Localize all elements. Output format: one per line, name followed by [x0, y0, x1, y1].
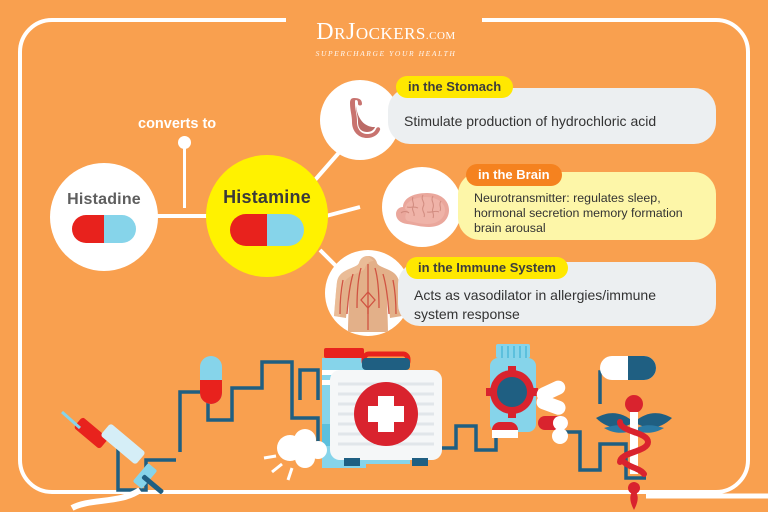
capsule-pill-icon — [230, 213, 304, 246]
panel-brain-text: Neurotransmitter: regulates sleep, hormo… — [474, 191, 683, 235]
stomach-icon-circle[interactable] — [320, 80, 400, 160]
logo-ockers: OCKERS — [355, 24, 426, 43]
badge-in-the-brain: in the Brain — [466, 164, 562, 186]
spray-puff-icon — [263, 429, 327, 481]
gear-badge-icon — [486, 366, 538, 418]
capsule-left-half — [72, 215, 104, 243]
scattered-pills-icon — [536, 380, 568, 444]
brand-tagline: SUPERCHARGE YOUR HEALTH — [315, 49, 457, 58]
panel-immune-text: Acts as vasodilator in allergies/immune … — [414, 287, 656, 322]
brand-logo: DRJOCKERS.COM SUPERCHARGE YOUR HEALTH — [286, 20, 486, 58]
capsule-right-half — [267, 213, 304, 246]
converts-pin-stem — [183, 146, 186, 208]
panel-stomach-text: Stimulate production of hydrochloric aci… — [404, 113, 657, 129]
node-histamine[interactable]: Histamine — [206, 155, 328, 277]
converts-to-label: converts to — [138, 116, 217, 132]
logo-r: R — [334, 24, 346, 43]
capsule-right-half — [104, 215, 136, 243]
logo-domain: .COM — [425, 30, 456, 42]
capsule-icon — [200, 356, 222, 404]
capsule-left-half — [230, 213, 267, 246]
converts-pin-dot — [178, 136, 191, 149]
node-histamine-label: Histamine — [223, 186, 311, 207]
logo-j: J — [345, 19, 356, 45]
pill-bottle-icon — [486, 344, 538, 438]
brand-name: DRJOCKERS.COM — [286, 20, 486, 48]
first-aid-kit-icon — [330, 351, 442, 466]
capsule-pill-icon — [72, 215, 136, 243]
brain-icon-circle[interactable] — [382, 167, 462, 247]
human-torso-icon — [334, 256, 402, 332]
stomach-icon — [350, 98, 381, 138]
node-histadine-label: Histadine — [67, 191, 141, 208]
panel-immune: Acts as vasodilator in allergies/immune … — [398, 262, 716, 326]
bottom-decorative-artwork — [61, 344, 768, 511]
badge-in-the-immune-system: in the Immune System — [406, 257, 568, 279]
caduceus-icon — [596, 395, 672, 510]
human-torso-icon-circle[interactable] — [325, 250, 411, 336]
syringe-icon — [61, 410, 164, 511]
capsule-blue-icon — [600, 356, 656, 380]
logo-d: D — [316, 19, 335, 45]
brain-icon — [396, 193, 449, 227]
badge-in-the-stomach: in the Stomach — [396, 76, 514, 98]
panel-stomach: Stimulate production of hydrochloric aci… — [388, 88, 716, 144]
frame-logo-gap — [286, 12, 482, 34]
node-histadine[interactable]: Histadine — [50, 163, 158, 271]
